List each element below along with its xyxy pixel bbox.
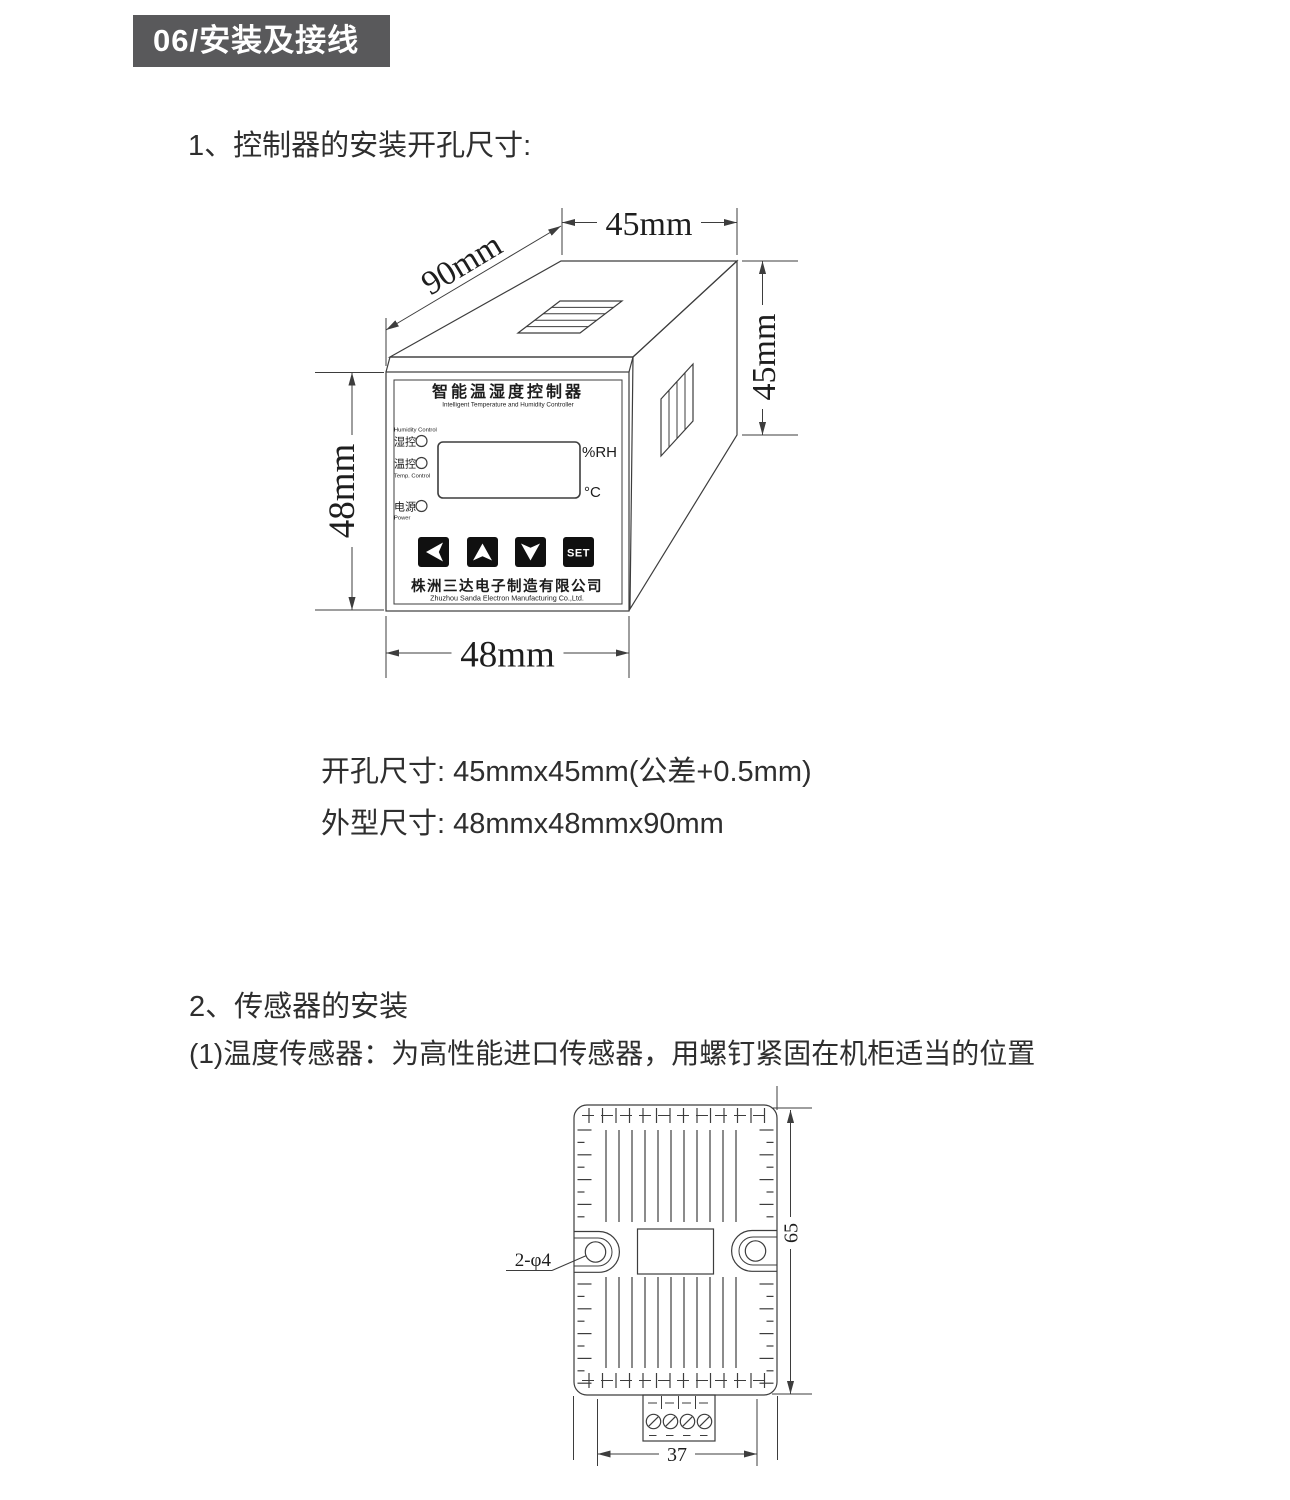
- front-panel-border: [393, 379, 623, 605]
- down-arrow-icon: [521, 543, 540, 561]
- lcd-display: [437, 441, 581, 499]
- controller-box: [385, 259, 739, 612]
- sensor-vent-slots: [588, 1108, 766, 1388]
- company-name-en: Zhuzhou Sanda Electron Manufacturing Co.…: [430, 594, 584, 603]
- dim-sensor-width-label: 37: [667, 1444, 687, 1466]
- left-mounting-ear-inner: [574, 1237, 613, 1267]
- dim-sensor-height-label: 65: [781, 1223, 803, 1243]
- right-mounting-hole: [744, 1240, 767, 1262]
- controller-drawing: 智能温湿度控制器 Intelligent Temperature and Hum…: [315, 206, 798, 678]
- spec-cutout-size: 开孔尺寸: 45mmx45mm(公差+0.5mm): [321, 756, 812, 788]
- front-bezel: [385, 371, 630, 612]
- sensor-edge-ticks: [577, 1129, 774, 1384]
- dim-front-height: 48mm: [315, 372, 384, 611]
- power-led-icon: [415, 499, 428, 513]
- sensor-drawing: 2-φ4 65 37: [506, 1086, 812, 1466]
- hole-callout-label: 2-φ4: [515, 1250, 552, 1271]
- set-button: [563, 537, 594, 567]
- top-vent-grille: [516, 300, 624, 334]
- dim-top-width-label: 45mm: [606, 206, 693, 243]
- humidity-led-label: 湿控: [394, 435, 416, 449]
- humidity-control-label: Humidity Control: [394, 428, 437, 434]
- right-mounting-ear: [731, 1229, 777, 1272]
- terminal-screws: [645, 1413, 713, 1430]
- side-vent-grille: [660, 362, 694, 458]
- left-arrow-icon: [426, 542, 443, 562]
- humidity-led-icon: [415, 434, 428, 448]
- panel-buttons: SET: [418, 537, 594, 567]
- spec-outline-size: 外型尺寸: 48mmx48mmx90mm: [321, 808, 724, 840]
- left-mounting-hole: [584, 1241, 607, 1263]
- dim-sensor-width: 37: [597, 1399, 758, 1466]
- section-badge: 06/安装及接线: [133, 15, 390, 67]
- terminal-block: [642, 1394, 716, 1442]
- hole-callout: 2-φ4: [506, 1250, 587, 1271]
- front-panel: 智能温湿度控制器 Intelligent Temperature and Hum…: [394, 382, 617, 603]
- section2-title: 2、传感器的安装: [189, 991, 409, 1023]
- up-arrow-icon: [473, 543, 492, 561]
- section1-title: 1、控制器的安装开孔尺寸:: [188, 130, 532, 162]
- right-mounting-ear-inner: [738, 1236, 777, 1266]
- section2-paragraph: (1)温度传感器：为高性能进口传感器，用螺钉紧固在机柜适当的位置: [189, 1038, 1036, 1069]
- panel-title: 智能温湿度控制器: [432, 382, 584, 401]
- box-right-face: [629, 259, 738, 612]
- dim-top-width: 45mm: [561, 206, 738, 255]
- power-label: Power: [394, 516, 411, 522]
- dim-front-width-label: 48mm: [460, 634, 555, 675]
- set-button-label: SET: [567, 548, 590, 560]
- dim-side-height: 45mm: [742, 260, 798, 436]
- dim-side-height-label: 45mm: [746, 314, 783, 401]
- temp-control-label: Temp. Control: [394, 474, 430, 480]
- unit-rh-label: %RH: [582, 444, 617, 461]
- temp-led-label: 温控: [394, 457, 416, 471]
- power-led-label: 电源: [394, 500, 416, 514]
- dim-sensor-height: 65: [772, 1086, 812, 1395]
- mounting-ears: [574, 1228, 777, 1275]
- sensor-body: [573, 1104, 778, 1460]
- temp-led-icon: [415, 456, 428, 470]
- left-mounting-ear: [574, 1230, 620, 1273]
- dim-front-height-label: 48mm: [322, 444, 363, 539]
- dim-depth-label: 90mm: [415, 226, 509, 302]
- label-window: [636, 1228, 715, 1275]
- company-name-cn: 株洲三达电子制造有限公司: [411, 577, 603, 595]
- panel-subtitle: Intelligent Temperature and Humidity Con…: [442, 402, 573, 409]
- dim-front-width: 48mm: [385, 616, 630, 678]
- unit-celsius-label: °C: [584, 484, 601, 501]
